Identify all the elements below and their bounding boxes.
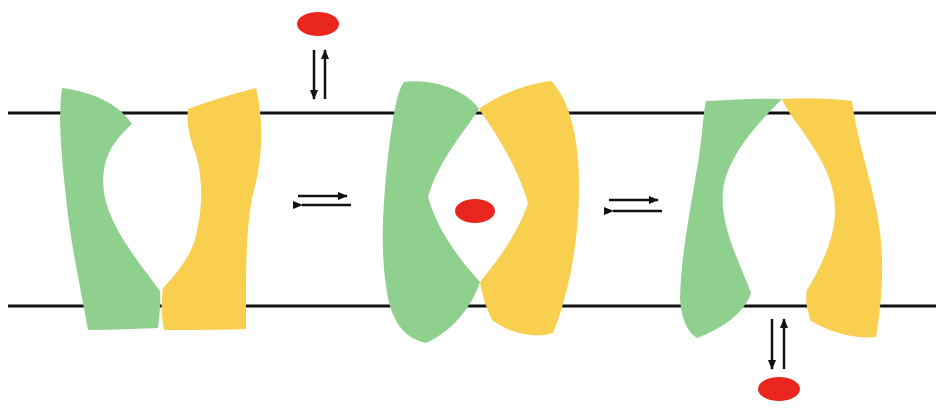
transporter-state-occluded xyxy=(382,81,579,343)
transporter-state-outward-open xyxy=(60,88,262,330)
transporter-state-inward-open xyxy=(680,98,883,339)
yellow-domain-outward-open xyxy=(161,88,262,330)
intracellular-ligand-exchange xyxy=(758,318,800,401)
green-domain-inward-open xyxy=(680,98,782,339)
equilibrium-arrows-outward-occluded xyxy=(293,192,351,209)
ligand-occluded xyxy=(455,199,495,223)
extracellular-ligand-exchange xyxy=(297,12,339,100)
green-domain-occluded xyxy=(382,81,480,343)
yellow-domain-inward-open xyxy=(782,98,883,338)
extracellular-ligand xyxy=(297,12,339,36)
green-domain-outward-open xyxy=(60,88,161,330)
equilibrium-arrows-occluded-inward xyxy=(604,196,662,215)
yellow-domain-occluded xyxy=(479,81,579,336)
intracellular-ligand xyxy=(758,377,800,401)
